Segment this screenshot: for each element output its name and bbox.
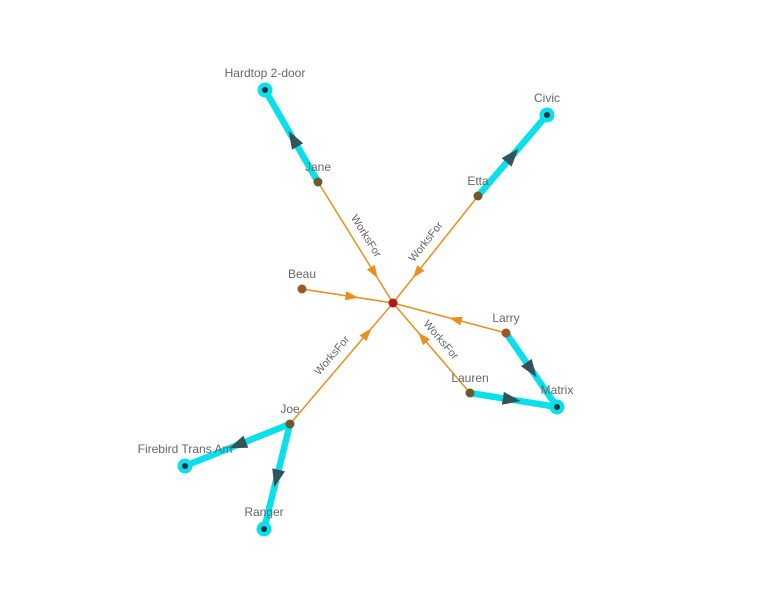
- node-label-civic: Civic: [534, 91, 560, 105]
- node-lauren[interactable]: [465, 388, 475, 398]
- edge-jane-company[interactable]: [317, 181, 394, 304]
- edge-label-joe-company: WorksFor: [312, 334, 352, 378]
- node-label-etta: Etta: [467, 174, 489, 188]
- edge-lauren-company[interactable]: [392, 302, 471, 394]
- highlight-arrow-icon: [501, 148, 519, 167]
- node-label-matrix: Matrix: [541, 383, 574, 397]
- highlight-arrow-icon: [229, 435, 249, 449]
- node-label-firebird: Firebird Trans Am: [138, 442, 233, 456]
- node-label-larry: Larry: [492, 311, 519, 325]
- node-etta[interactable]: [473, 191, 483, 201]
- relation-arrow-icon: [367, 264, 378, 279]
- node-matrix[interactable]: [554, 404, 560, 410]
- relation-arrow-icon: [448, 316, 463, 326]
- node-label-beau: Beau: [288, 267, 316, 281]
- node-beau[interactable]: [297, 284, 307, 294]
- relation-arrow-icon: [344, 291, 359, 301]
- relation-arrow-icon: [359, 328, 372, 342]
- relation-arrow-icon: [412, 265, 425, 279]
- node-larry[interactable]: [501, 328, 511, 338]
- node-ranger[interactable]: [261, 526, 267, 532]
- node-firebird[interactable]: [182, 463, 188, 469]
- node-hardtop[interactable]: [262, 87, 268, 93]
- edge-label-etta-company: WorksFor: [407, 219, 446, 264]
- node-label-joe: Joe: [280, 402, 300, 416]
- edge-label-jane-company: WorksFor: [348, 213, 383, 260]
- node-joe[interactable]: [285, 419, 295, 429]
- highlight-arrow-icon: [501, 391, 521, 405]
- highlight-arrow-icon: [288, 131, 304, 150]
- relation-arrow-icon: [418, 332, 430, 346]
- node-label-ranger: Ranger: [244, 505, 283, 519]
- edge-etta-company[interactable]: [392, 195, 479, 304]
- node-label-hardtop: Hardtop 2-door: [225, 66, 306, 80]
- node-civic[interactable]: [544, 112, 550, 118]
- edge-joe-company[interactable]: [289, 302, 394, 425]
- node-label-jane: Jane: [305, 160, 331, 174]
- node-company[interactable]: [388, 298, 398, 308]
- highlight-arrow-icon: [521, 358, 537, 378]
- node-jane[interactable]: [313, 177, 323, 187]
- highlight-arrow-icon: [272, 468, 285, 488]
- node-label-lauren: Lauren: [451, 371, 488, 385]
